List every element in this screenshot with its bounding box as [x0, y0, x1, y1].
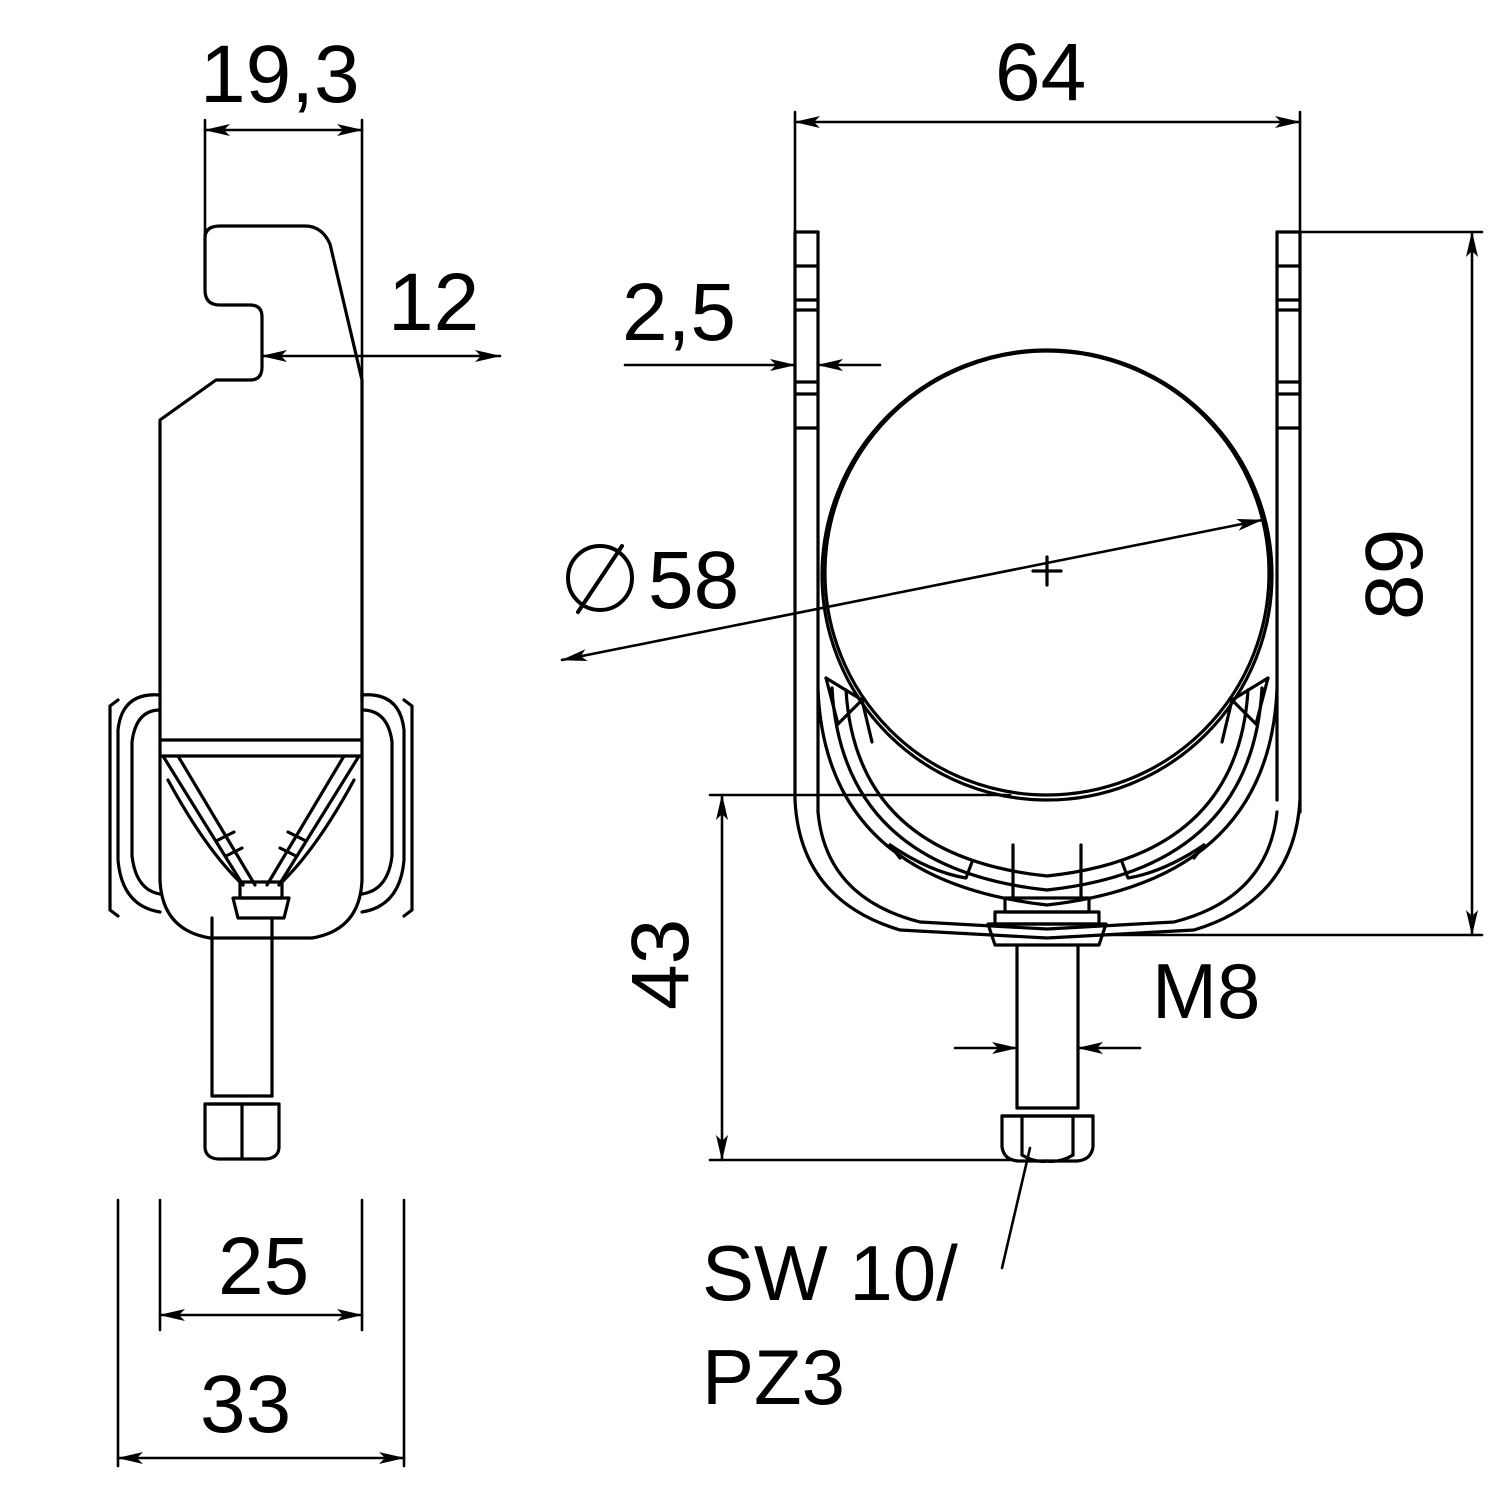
front-nut-left — [1000, 1114, 1049, 1163]
side-left-lobe-inner — [130, 708, 162, 896]
dimline-d58 — [560, 518, 1264, 662]
dim-label-2-5: 2,5 — [622, 267, 736, 358]
dim-label-25: 25 — [218, 1221, 309, 1312]
dim-label-12: 12 — [388, 257, 479, 348]
saddle-facet-l2 — [824, 676, 840, 726]
dim-label-43: 43 — [615, 919, 706, 1010]
front-boss-3 — [986, 922, 1108, 947]
note-label-sw10: SW 10/ — [702, 1229, 958, 1317]
saddle-facet-l3 — [836, 698, 864, 726]
saddle-arc-outer — [816, 688, 1279, 907]
saddle-arc-inner — [830, 686, 1264, 892]
side-rib-right-a — [277, 754, 361, 887]
dim-label-d58: 58 — [648, 535, 739, 626]
side-nut-left — [203, 1102, 244, 1161]
diameter-symbol-slash — [576, 544, 624, 614]
diameter-symbol-circle — [566, 544, 634, 612]
side-boss-upper — [238, 880, 284, 900]
side-rib-tick-l2 — [224, 846, 244, 858]
side-left-lobe-outer — [116, 693, 162, 914]
side-rib-tick-r1 — [286, 830, 306, 842]
side-rib-tick-l1 — [216, 830, 236, 842]
side-nut-right — [240, 1102, 281, 1161]
front-nut-chamfer-l — [1020, 1153, 1049, 1163]
side-left-strap — [108, 698, 120, 918]
saddle-facet-r3 — [1230, 698, 1258, 726]
dim-label-64: 64 — [995, 27, 1086, 118]
side-rib-left-curve — [166, 778, 245, 887]
dim-label-19-3: 19,3 — [200, 29, 360, 120]
note-label-m8: M8 — [1152, 947, 1260, 1035]
side-cradle-bottom — [158, 878, 364, 940]
front-nut-chamfer-r — [1045, 1153, 1075, 1163]
dim-label-89: 89 — [1349, 529, 1440, 620]
geometry-layer — [108, 110, 1484, 1468]
side-top-edge — [203, 224, 364, 382]
label-layer: 19,3 12 25 33 64 2,5 58 89 43 M8 SW 10/ … — [200, 27, 1440, 1450]
front-boss-2 — [993, 910, 1101, 926]
side-boss-lower — [231, 896, 291, 920]
saddle-midfacet-l — [888, 843, 974, 880]
note-label-pz3: PZ3 — [702, 1333, 845, 1421]
side-rib-tick-r2 — [278, 846, 298, 858]
front-nut-right — [1045, 1114, 1095, 1163]
side-rib-right-b — [265, 754, 346, 887]
side-rib-left-a — [161, 754, 245, 887]
side-rib-left-b — [176, 754, 257, 887]
dim-label-33: 33 — [200, 1359, 291, 1450]
side-right-lobe-inner — [360, 708, 394, 896]
leader-sw10 — [1000, 1146, 1032, 1270]
saddle-midfacet-r2 — [1192, 843, 1206, 860]
side-rib-right-curve — [277, 778, 356, 887]
saddle-midfacet-l2 — [888, 843, 902, 860]
side-right-strap — [402, 698, 414, 918]
side-right-lobe-outer — [360, 693, 406, 914]
saddle-band-inner — [816, 810, 1279, 931]
side-hook-outline — [158, 236, 264, 692]
dimension-layer — [116, 110, 1484, 1468]
side-view-geometry — [108, 224, 414, 1161]
saddle-band-outer — [793, 798, 1302, 940]
saddle-facet-r2 — [1254, 676, 1270, 726]
saddle-arc-inner2 — [844, 688, 1250, 878]
saddle-midfacet-r — [1120, 843, 1206, 880]
